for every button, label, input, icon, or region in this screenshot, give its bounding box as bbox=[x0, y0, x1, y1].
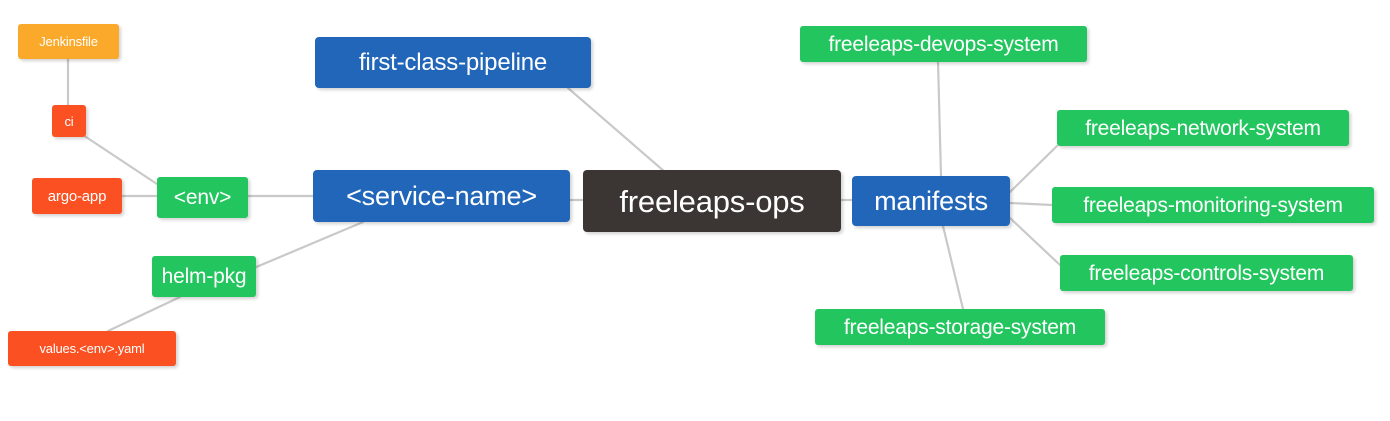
edge-helmpkg-servicename bbox=[252, 220, 365, 270]
node-service-name[interactable]: <service-name> bbox=[313, 170, 570, 222]
node-jenkinsfile[interactable]: Jenkinsfile bbox=[18, 24, 119, 59]
node-freeleaps-controls-system-label: freeleaps-controls-system bbox=[1088, 261, 1325, 285]
node-argo-app-label: argo-app bbox=[47, 187, 107, 205]
node-values-yaml[interactable]: values.<env>.yaml bbox=[8, 331, 176, 366]
node-freeleaps-monitoring-system-label: freeleaps-monitoring-system bbox=[1083, 193, 1343, 217]
node-freeleaps-devops-system-label: freeleaps-devops-system bbox=[828, 32, 1059, 56]
node-freeleaps-ops-label: freeleaps-ops bbox=[619, 183, 805, 219]
node-env[interactable]: <env> bbox=[157, 177, 248, 218]
node-helm-pkg[interactable]: helm-pkg bbox=[152, 256, 256, 297]
node-env-label: <env> bbox=[173, 186, 232, 209]
node-helm-pkg-label: helm-pkg bbox=[161, 265, 247, 288]
node-manifests-label: manifests bbox=[874, 185, 988, 216]
node-argo-app[interactable]: argo-app bbox=[32, 178, 122, 214]
node-freeleaps-ops[interactable]: freeleaps-ops bbox=[583, 170, 841, 232]
edge-manifests-network bbox=[1008, 144, 1059, 194]
edge-manifests-storage bbox=[941, 224, 965, 311]
node-manifests[interactable]: manifests bbox=[852, 176, 1010, 226]
edge-manifests-controls bbox=[1008, 216, 1062, 267]
node-freeleaps-monitoring-system[interactable]: freeleaps-monitoring-system bbox=[1052, 187, 1374, 223]
edge-manifests-monitoring bbox=[1008, 201, 1054, 207]
node-ci[interactable]: ci bbox=[52, 105, 86, 137]
node-freeleaps-controls-system[interactable]: freeleaps-controls-system bbox=[1060, 255, 1353, 291]
edge-firstclasspipeline-root bbox=[566, 86, 667, 174]
node-freeleaps-network-system[interactable]: freeleaps-network-system bbox=[1057, 110, 1349, 146]
node-ci-label: ci bbox=[64, 113, 74, 129]
node-freeleaps-storage-system[interactable]: freeleaps-storage-system bbox=[815, 309, 1105, 345]
edge-valuesyaml-helmpkg bbox=[106, 295, 182, 333]
node-freeleaps-network-system-label: freeleaps-network-system bbox=[1085, 116, 1321, 140]
node-first-class-pipeline-label: first-class-pipeline bbox=[358, 48, 548, 76]
edge-manifests-devops bbox=[936, 59, 943, 178]
node-freeleaps-storage-system-label: freeleaps-storage-system bbox=[843, 315, 1077, 339]
node-freeleaps-devops-system[interactable]: freeleaps-devops-system bbox=[800, 26, 1087, 62]
node-service-name-label: <service-name> bbox=[346, 180, 537, 211]
node-first-class-pipeline[interactable]: first-class-pipeline bbox=[315, 37, 591, 88]
node-values-yaml-label: values.<env>.yaml bbox=[39, 341, 145, 356]
node-jenkinsfile-label: Jenkinsfile bbox=[39, 34, 98, 49]
